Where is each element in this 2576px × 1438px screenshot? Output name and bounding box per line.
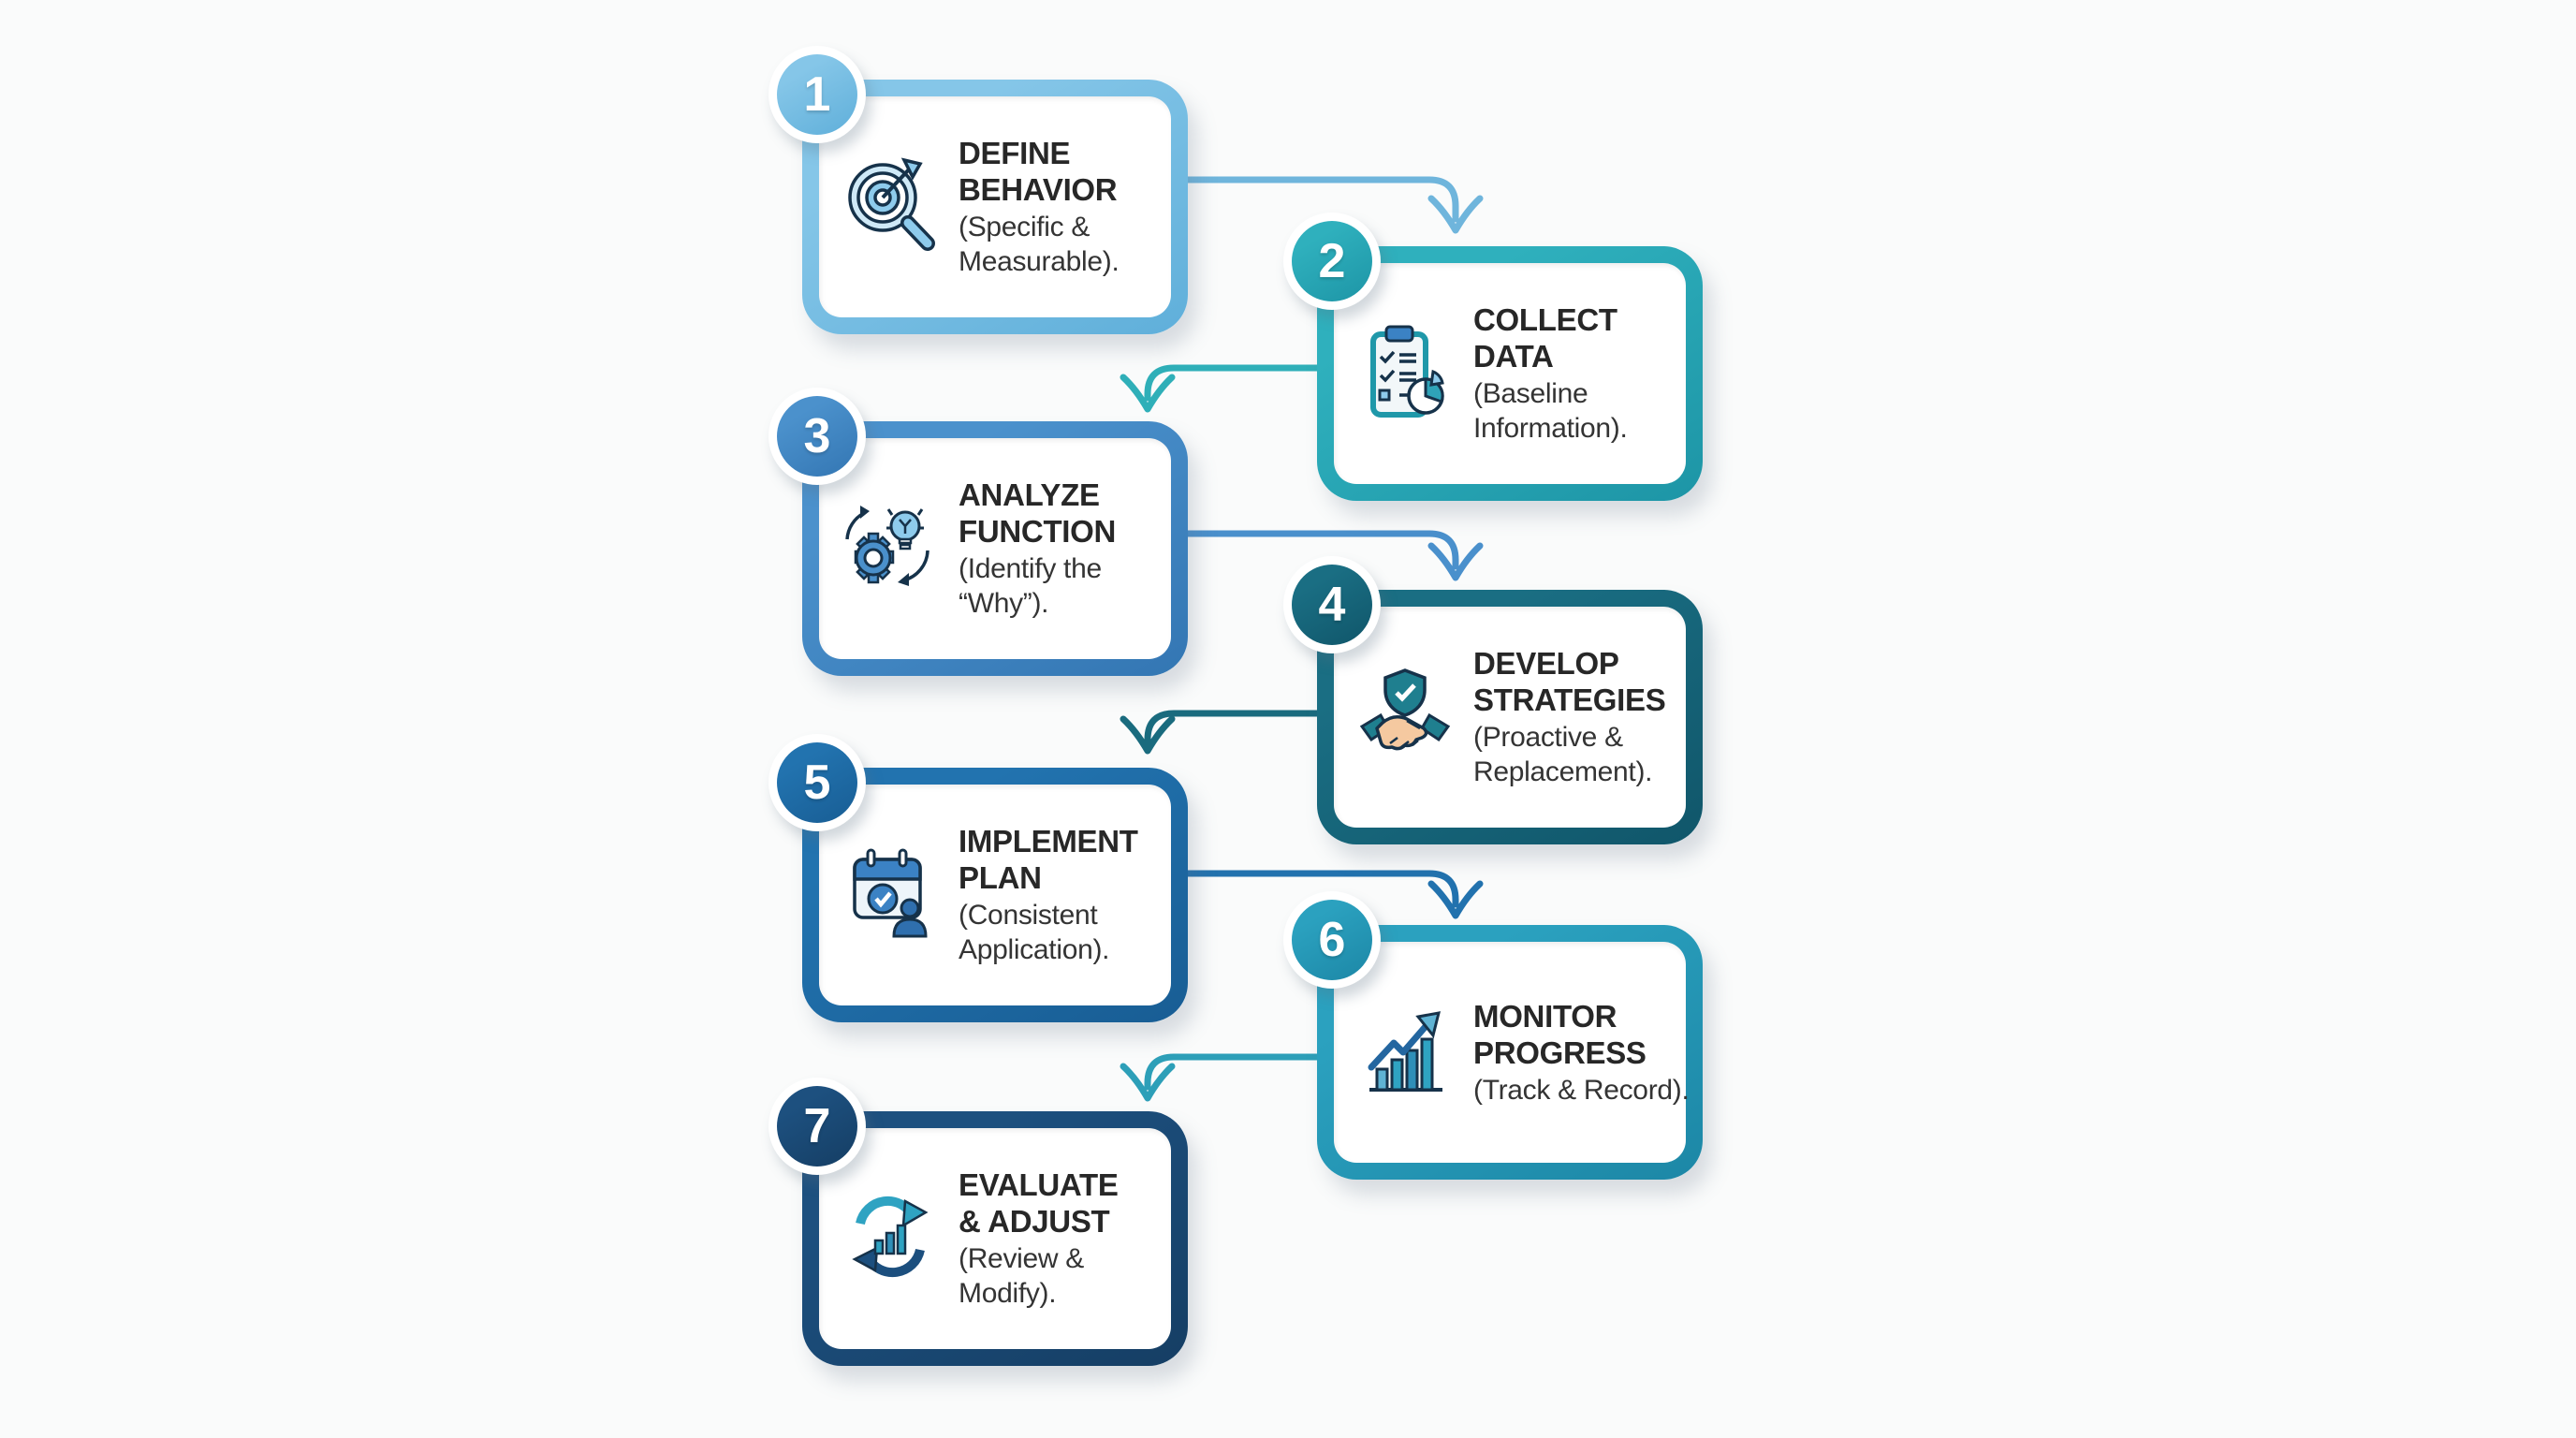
step-3-card: 3 bbox=[768, 388, 1188, 676]
connector-arrow-2-3 bbox=[1120, 364, 1321, 413]
step-1-subtitle: (Specific &Measurable). bbox=[959, 212, 1120, 277]
step-2-number-badge: 2 bbox=[1283, 213, 1381, 310]
step-7-number-badge: 7 bbox=[768, 1078, 866, 1175]
step-4-subtitle: (Proactive &Replacement). bbox=[1473, 722, 1653, 787]
step-6-subtitle: (Track & Record). bbox=[1473, 1074, 1690, 1106]
connector-arrow-6-7 bbox=[1120, 1053, 1321, 1102]
step-6-number: 6 bbox=[1292, 900, 1372, 980]
growth-chart-arrow-icon bbox=[1368, 1011, 1442, 1092]
gear-lightbulb-icon bbox=[845, 506, 929, 586]
step-7-subtitle: (Review &Modify). bbox=[959, 1243, 1084, 1309]
step-2-number: 2 bbox=[1292, 221, 1372, 301]
step-2-card: 2 bbox=[1283, 213, 1703, 501]
shield-handshake-icon bbox=[1359, 668, 1451, 751]
step-4-number: 4 bbox=[1292, 565, 1372, 645]
step-7-number: 7 bbox=[777, 1086, 857, 1167]
step-3-number-badge: 3 bbox=[768, 388, 866, 485]
step-5-number-badge: 5 bbox=[768, 734, 866, 831]
calendar-person-icon bbox=[853, 848, 928, 938]
target-magnifier-icon bbox=[848, 157, 935, 251]
step-7-title: EVALUATE& ADJUST bbox=[959, 1167, 1119, 1239]
step-3-subtitle: (Identify the“Why”). bbox=[959, 553, 1102, 619]
connector-arrow-4-5 bbox=[1120, 710, 1321, 755]
step-1-number: 1 bbox=[777, 54, 857, 135]
cycle-arrows-bars-icon bbox=[852, 1196, 929, 1278]
step-3-number: 3 bbox=[777, 396, 857, 477]
step-7-card: 7 EVALUATE& ADJUST (Review bbox=[768, 1078, 1188, 1366]
step-4-number-badge: 4 bbox=[1283, 556, 1381, 653]
clipboard-checklist-pie-icon bbox=[1370, 325, 1444, 418]
step-6-number-badge: 6 bbox=[1283, 891, 1381, 989]
step-1-number-badge: 1 bbox=[768, 46, 866, 143]
step-5-number: 5 bbox=[777, 742, 857, 823]
